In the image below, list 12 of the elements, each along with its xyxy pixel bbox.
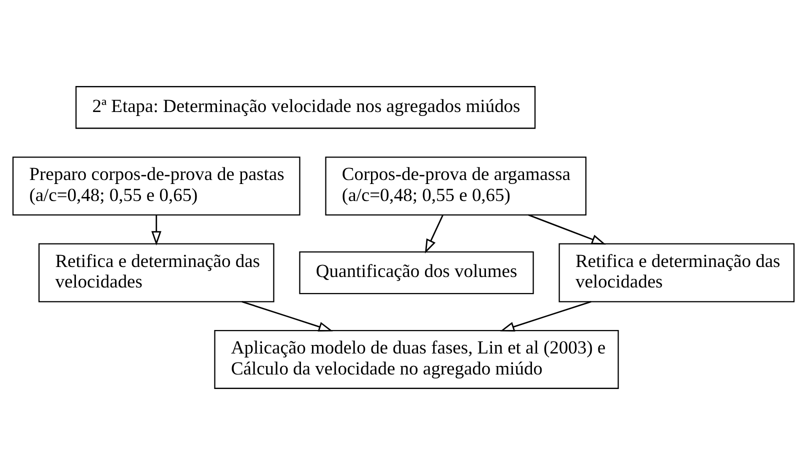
node-box: Retifica e determinação das velocidades <box>558 242 795 302</box>
arrow <box>151 214 162 245</box>
node-box: Corpos-de-prova de argamassa (a/c=0,48; 0,55 e 0,65) <box>325 156 586 216</box>
arrow <box>500 300 592 332</box>
arrow <box>242 300 333 332</box>
node-box: Aplicação modelo de duas fases, Lin et al (2003) e Cálculo da velocidade no agregado miúdo <box>214 330 619 388</box>
arrow <box>424 214 444 254</box>
node-box: Preparo corpos-de-prova de pastas (a/c=0,48; 0,55 e 0,65) <box>12 156 300 216</box>
node-box: Retifica e determinação das velocidades <box>38 242 274 302</box>
node-box: 2ª Etapa: Determinação velocidade nos agregados miúdos <box>75 86 536 128</box>
arrow <box>528 214 606 244</box>
node-box: Quantificação dos volumes <box>299 250 534 294</box>
